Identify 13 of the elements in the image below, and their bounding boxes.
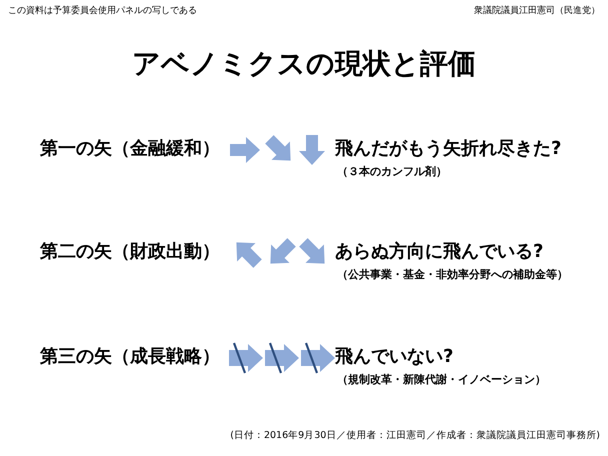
arrow-name: 第三の矢（成長戦略）: [40, 347, 220, 368]
header-note: この資料は予算委員会使用パネルの写しである: [8, 6, 197, 16]
title: アベノミクスの現状と評価: [131, 48, 477, 80]
arrow-name: 第二の矢（財政出動）: [40, 242, 220, 263]
arrow-name: 第一の矢（金融緩和）: [40, 139, 220, 160]
evaluation-text: あらぬ方向に飛んでいる?: [335, 242, 544, 263]
evaluation-note: （公共事業・基金・非効率分野への補助金等）: [337, 269, 568, 282]
evaluation-text: 飛んだがもう矢折れ尽きた?: [335, 139, 562, 160]
header-author: 衆議院議員江田憲司（民進党）: [474, 6, 600, 16]
evaluation-text: 飛んでいない?: [335, 347, 454, 368]
evaluation-note: （３本のカンフル剤）: [337, 166, 447, 179]
footer-note: (日付：2016年9月30日／使用者：江田憲司／作成者：衆議院議員江田憲司事務所): [230, 431, 600, 442]
evaluation-note: （規制改革・新陳代謝・イノベーション）: [337, 374, 546, 387]
